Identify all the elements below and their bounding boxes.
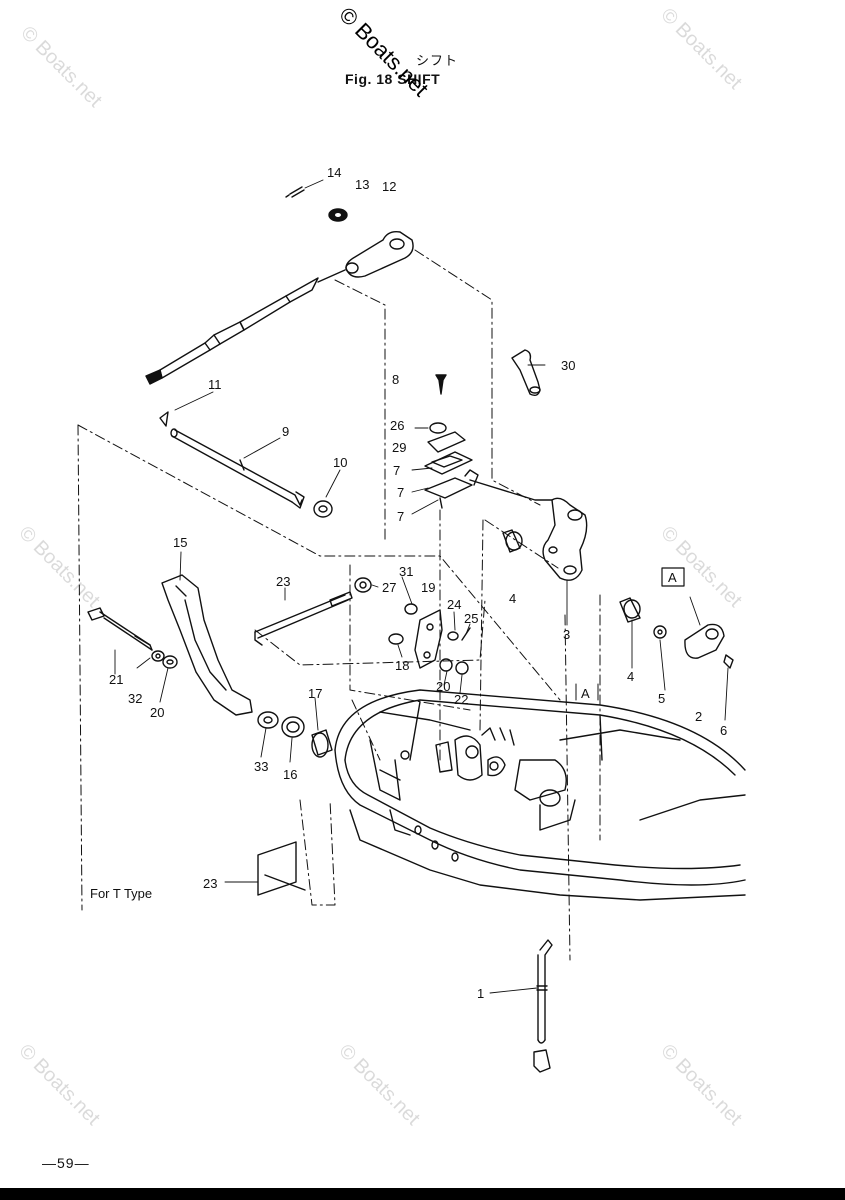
callout-16: 16: [283, 767, 297, 782]
shift-shaft-part-9: [170, 428, 305, 509]
nut-part-27: [354, 577, 372, 593]
figure-title-japanese: シフト: [416, 53, 459, 68]
lower-cowling-frame: [334, 689, 746, 901]
callout-3: 3: [563, 627, 570, 642]
bracket-part-15: [161, 574, 253, 716]
dashed-assembly-outline: [77, 249, 601, 961]
callout-4-a: 4: [509, 591, 516, 606]
callout-32: 32: [128, 691, 142, 706]
callout-24: 24: [447, 597, 461, 612]
callout-4-b: 4: [627, 669, 634, 684]
callout-7-c: 7: [397, 509, 404, 524]
plate-stack-parts-26-29-7: [424, 422, 553, 509]
callout-29: 29: [392, 440, 406, 455]
callout-31: 31: [399, 564, 413, 579]
t-type-inset-part-23: [257, 841, 306, 896]
callout-33: 33: [254, 759, 268, 774]
reference-box-a-label: A: [668, 570, 677, 585]
joint-part-2: [684, 623, 725, 659]
washer-part-20-left: [162, 655, 178, 669]
shift-rod-part-1: [536, 939, 553, 1044]
reference-bracket-a: [575, 683, 599, 701]
grommet-part-1-bottom: [533, 1049, 551, 1073]
callout-21: 21: [109, 672, 123, 687]
callout-13: 13: [355, 177, 369, 192]
callout-23-b: 23: [203, 876, 217, 891]
washer-part-16: [281, 716, 305, 738]
shift-link-part-12: [345, 230, 414, 278]
shift-cable: [145, 269, 346, 385]
callout-20-a: 20: [436, 679, 450, 694]
callout-22: 22: [454, 692, 468, 707]
bolt-part-21: [87, 607, 153, 651]
callout-1: 1: [477, 986, 484, 1001]
callout-11: 11: [208, 377, 222, 392]
cotter-pin-part-14: [285, 186, 305, 198]
callout-23-a: 23: [276, 574, 290, 589]
rod-part-23: [254, 591, 353, 646]
callout-12: 12: [382, 179, 396, 194]
callout-labels: 14 13 12 30 8 11 26 9 29 10 7 7 7 15 31 …: [90, 165, 727, 1001]
clip-part-11: [159, 411, 169, 427]
callout-10: 10: [333, 455, 347, 470]
bushing-part-4-lower: [619, 597, 641, 623]
nut-part-5: [653, 625, 667, 639]
linkage-parts-cluster: [388, 603, 471, 675]
shift-arm-part-3: [542, 497, 588, 581]
callout-20-b: 20: [150, 705, 164, 720]
callout-25: 25: [464, 611, 478, 626]
callout-2: 2: [695, 709, 702, 724]
callout-26: 26: [390, 418, 404, 433]
washer-part-13: [328, 208, 348, 222]
bushing-part-17: [311, 729, 333, 758]
callout-27: 27: [382, 580, 396, 595]
callout-17: 17: [308, 686, 322, 701]
callout-14: 14: [327, 165, 341, 180]
callout-18: 18: [395, 658, 409, 673]
bracket-part-30: [511, 349, 541, 397]
callout-5: 5: [658, 691, 665, 706]
t-type-note: For T Type: [90, 886, 152, 901]
bottom-border-bar: [0, 1188, 845, 1200]
washer-part-33: [257, 711, 279, 729]
callout-7-b: 7: [397, 485, 404, 500]
figure-title: Fig. 18 SHIFT: [345, 71, 441, 87]
page-number: —59—: [42, 1155, 90, 1171]
washer-part-32: [151, 650, 165, 662]
callout-30: 30: [561, 358, 575, 373]
reference-bracket-a-label: A: [581, 686, 590, 701]
pin-part-6: [723, 654, 734, 669]
bushing-part-4-upper: [502, 529, 523, 553]
reference-box-a: [661, 567, 685, 587]
callout-9: 9: [282, 424, 289, 439]
callout-19: 19: [421, 580, 435, 595]
callout-15: 15: [173, 535, 187, 550]
callout-7-a: 7: [393, 463, 400, 478]
callout-8: 8: [392, 372, 399, 387]
callout-6: 6: [720, 723, 727, 738]
washer-part-10: [313, 500, 333, 518]
leader-lines: [114, 179, 729, 994]
bolt-part-8: [435, 374, 447, 395]
